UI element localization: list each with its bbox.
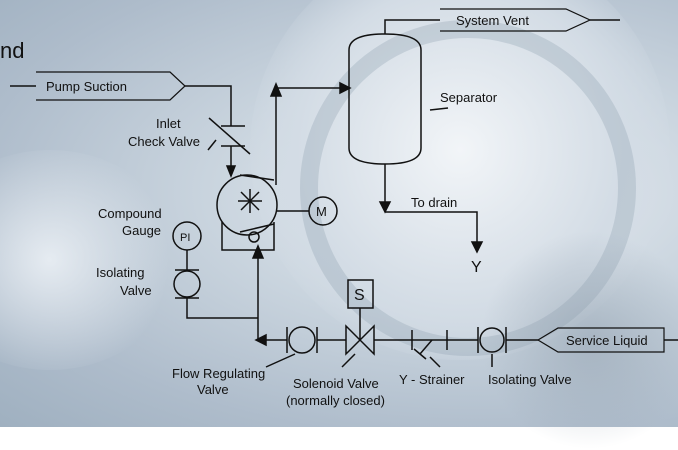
y-strainer-branch	[419, 339, 433, 355]
isolating-valve-left	[173, 270, 201, 298]
return-arrow-up	[251, 244, 265, 259]
solenoid-valve-body	[345, 324, 375, 356]
inlet-check-valve-label-2: Check Valve	[128, 134, 200, 149]
partial-heading: nd	[0, 38, 24, 63]
solenoid-leader	[341, 353, 356, 368]
strainer-leader	[429, 356, 441, 368]
solenoid-valve-label-1: Solenoid Valve	[293, 376, 379, 391]
pump-base	[221, 222, 275, 251]
inlet-check-valve-diagonal	[208, 117, 251, 155]
separator-label: Separator	[440, 90, 498, 105]
drain-branch	[385, 211, 478, 248]
compound-gauge-label-1: Compound	[98, 206, 162, 221]
to-drain-label: To drain	[411, 195, 457, 210]
service-liquid-label: Service Liquid	[566, 333, 648, 348]
flow-regulating-valve-label-1: Flow Regulating	[172, 366, 265, 381]
solenoid-valve-label-2: (normally closed)	[286, 393, 385, 408]
system-vent-label: System Vent	[456, 13, 529, 28]
flow-regulating-valve	[288, 326, 316, 354]
isolating-valve-right	[479, 327, 505, 353]
separator-vessel	[348, 33, 422, 165]
flow-valve-leader	[265, 353, 296, 368]
pump-impeller-d2	[240, 191, 260, 211]
pump-casing	[216, 174, 278, 236]
motor-label: M	[316, 204, 327, 219]
suction-pipe	[185, 85, 232, 126]
solenoid-box	[347, 279, 374, 309]
service-line-arrow	[254, 333, 267, 347]
compound-gauge-label-2: Gauge	[122, 223, 161, 238]
isolating-valve-left-label-2: Valve	[120, 283, 152, 298]
y-strainer-label: Y - Strainer	[399, 372, 465, 387]
pump-discharge-cone-bottom	[239, 223, 275, 233]
solenoid-box-label: S	[354, 287, 365, 304]
isolating-valve-right-label: Isolating Valve	[488, 372, 572, 387]
discharge-arrow-up	[269, 82, 283, 97]
pump-suction-label: Pump Suction	[46, 79, 127, 94]
separator-leader	[429, 107, 449, 111]
check-valve-leader	[207, 139, 217, 151]
drain-branch-arrow	[470, 241, 484, 254]
inlet-check-valve-label-1: Inlet	[156, 116, 181, 131]
y-strainer-cap	[413, 348, 427, 360]
vent-pipe	[384, 19, 440, 34]
isolating-valve-left-label-1: Isolating	[96, 265, 144, 280]
gauge-line	[186, 298, 258, 319]
drain-arrow	[378, 201, 392, 214]
pi-label: PI	[180, 232, 190, 244]
discharge-pipe	[275, 87, 346, 185]
separator-inlet-arrow	[339, 81, 352, 95]
motor	[308, 196, 338, 226]
piping-diagram: nd Pump Suction System Vent Inlet Check …	[0, 8, 678, 408]
pump-discharge-cone-top	[239, 174, 275, 181]
inlet-arrow	[225, 165, 237, 179]
pump-eye	[248, 231, 260, 243]
drain-symbol-label: Y	[471, 259, 482, 276]
flow-regulating-valve-label-2: Valve	[197, 382, 229, 397]
